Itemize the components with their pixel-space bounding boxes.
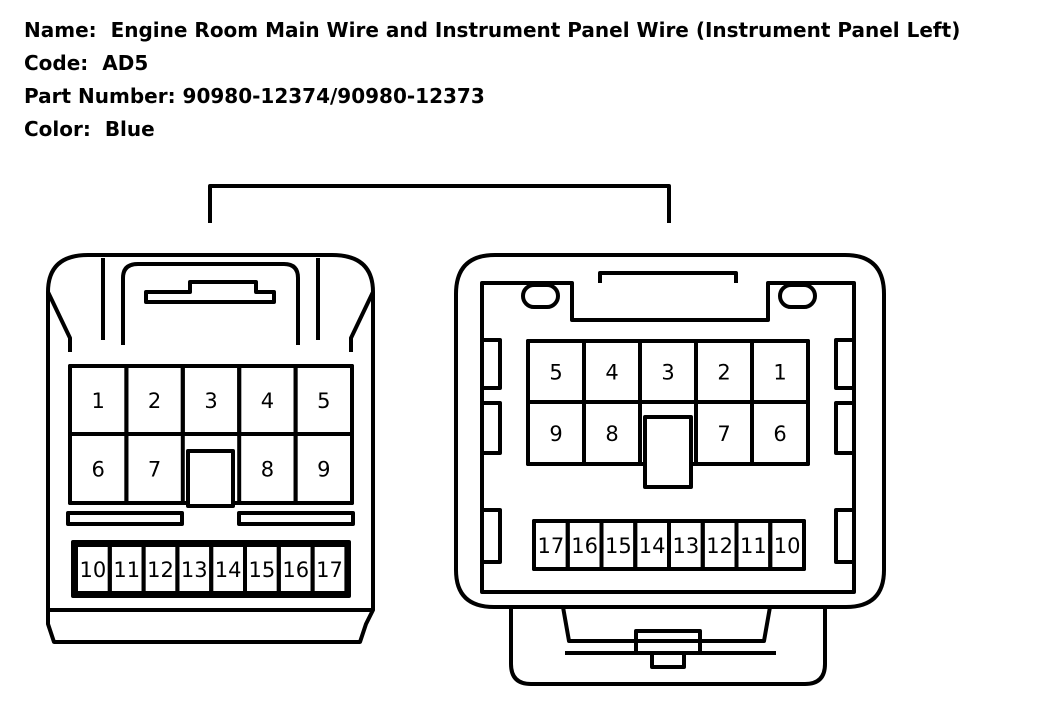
pin-cavity [310, 543, 349, 595]
pin-number: 5 [549, 361, 562, 385]
color-line: Color: Blue [24, 117, 155, 141]
right-side-rib [480, 508, 502, 564]
left-housing-right-chamfer [349, 291, 375, 352]
code-label: Code: [24, 51, 89, 75]
pin-number: 1 [773, 361, 786, 385]
name-label: Name: [24, 18, 97, 42]
pin-number: 15 [605, 534, 632, 558]
pin-number: 10 [80, 558, 107, 582]
right-connector-housing [454, 253, 886, 609]
right-side-rib [834, 338, 856, 390]
latch-frame [121, 262, 300, 345]
pin-cavity [750, 400, 810, 466]
pin-number: 4 [261, 389, 274, 413]
pin-number: 2 [717, 361, 730, 385]
pin-number: 5 [317, 389, 330, 413]
pin-number: 3 [661, 361, 674, 385]
pin-number: 9 [549, 422, 562, 446]
pin-number: 17 [316, 558, 343, 582]
right-keyway [643, 415, 693, 489]
pin-cavity [293, 432, 355, 505]
pin-cavity [124, 432, 185, 505]
pin-number: 15 [249, 558, 276, 582]
pin-number: 11 [740, 534, 767, 558]
name-value: Engine Room Main Wire and Instrument Pan… [110, 18, 961, 42]
pin-number: 9 [317, 458, 330, 482]
pin-number: 7 [717, 422, 730, 446]
pin-cavity [582, 400, 642, 466]
right-top-slot [598, 271, 738, 283]
pin-cavity [768, 519, 806, 571]
right-lock-arm [561, 606, 772, 643]
pin-number: 12 [706, 534, 733, 558]
pin-number: 10 [774, 534, 801, 558]
left-rib [237, 511, 355, 526]
right-side-rib [480, 401, 502, 455]
code-line: Code: AD5 [24, 51, 148, 75]
right-inner-wall [480, 281, 856, 594]
right-side-rib [834, 401, 856, 455]
pin-number: 6 [773, 422, 786, 446]
part-number-value: 90980-12374/90980-12373 [182, 84, 485, 108]
pin-number: 6 [92, 458, 105, 482]
left-lower-cavity-block [71, 540, 351, 598]
right-side-rib [480, 338, 502, 390]
color-label: Color: [24, 117, 91, 141]
part-name-line: Name: Engine Room Main Wire and Instrume… [24, 18, 960, 42]
left-rib [66, 511, 184, 526]
pin-number: 8 [605, 422, 618, 446]
pin-number: 3 [204, 389, 217, 413]
latch-tab [144, 280, 276, 304]
pin-number: 4 [605, 361, 618, 385]
left-housing-left-chamfer [46, 291, 72, 352]
right-guide-hole [521, 283, 560, 309]
pin-number: 17 [538, 534, 565, 558]
pin-number: 13 [181, 558, 208, 582]
part-number-label: Part Number: [24, 84, 176, 108]
pin-number: 2 [148, 389, 161, 413]
part-number-line: Part Number: 90980-12374/90980-12373 [24, 84, 485, 108]
pin-number: 12 [147, 558, 174, 582]
right-side-rib [834, 508, 856, 564]
right-lock-tab-tip [650, 651, 686, 669]
pin-number: 11 [113, 558, 140, 582]
mating-bracket [208, 184, 671, 223]
pin-number: 16 [571, 534, 598, 558]
right-guide-hole [778, 283, 817, 309]
latch-outer-rails [101, 258, 320, 340]
left-keyway [186, 449, 235, 508]
color-value: Blue [104, 117, 155, 141]
pin-number: 13 [673, 534, 700, 558]
pin-number: 16 [282, 558, 309, 582]
pin-number: 7 [148, 458, 161, 482]
pin-number: 8 [261, 458, 274, 482]
code-value: AD5 [102, 51, 149, 75]
pin-number: 14 [639, 534, 666, 558]
pin-number: 14 [215, 558, 242, 582]
pin-number: 1 [92, 389, 105, 413]
right-lock-body [509, 607, 827, 686]
